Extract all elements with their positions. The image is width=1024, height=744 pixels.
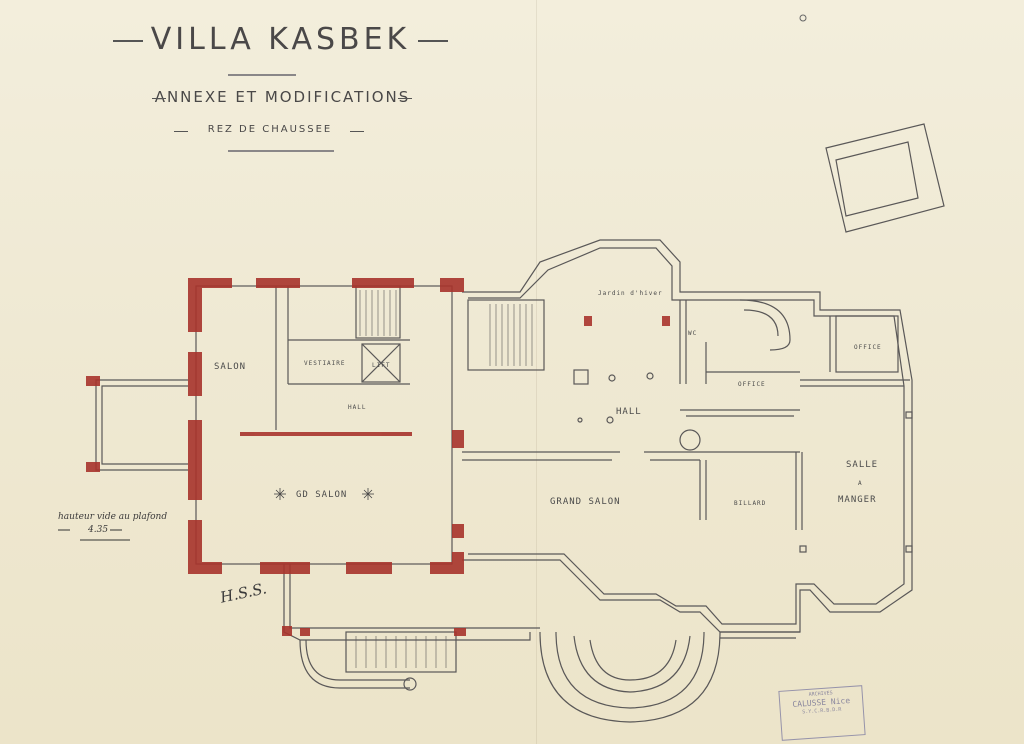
room-label-salle: SALLE [846,460,879,470]
floor-label: REZ DE CHAUSSEE [207,124,333,135]
floor-dash-left [174,131,188,132]
room-label-hall-main: HALL [616,407,642,417]
title-dash-left [112,39,143,42]
room-label-salon: SALON [214,362,247,372]
title-dash-right [418,39,449,42]
room-label-vestiaire: VESTIAIRE [304,360,346,367]
floor-dash-right [350,131,364,132]
ceiling-height-label: hauteur vide au plafond [58,512,168,522]
room-label-manger: MANGER [838,495,877,505]
room-label-hall-left: HALL [348,404,367,411]
room-label-office-top: OFFICE [854,344,882,351]
paper-fold-line [536,0,537,744]
room-label-office-mid: OFFICE [738,381,766,388]
room-label-grand-salon: GRAND SALON [550,497,621,507]
archive-stamp: ARCHIVES CALUSSE Nice S.Y.C.R.B.D.R [778,685,866,741]
room-label-lift: LIFT [372,362,391,369]
title-underline [228,74,296,76]
room-label-wc: WC [688,330,698,337]
room-label-a: A [858,480,863,487]
subtitle-dash-left [152,98,166,99]
floor-underline [228,150,334,152]
room-label-billard: BILLARD [734,500,767,507]
plan-subtitle: ANNEXE ET MODIFICATIONS [154,88,411,106]
subtitle-dash-right [398,98,412,99]
room-label-gd-salon: GD SALON [296,490,348,500]
title-text: VILLA KASBEK [150,22,411,57]
ceiling-height-value: 4.35 [88,525,109,535]
room-label-jardin-hiver: Jardin d'hiver [598,290,663,297]
plan-title: VILLA KASBEK [108,22,453,57]
